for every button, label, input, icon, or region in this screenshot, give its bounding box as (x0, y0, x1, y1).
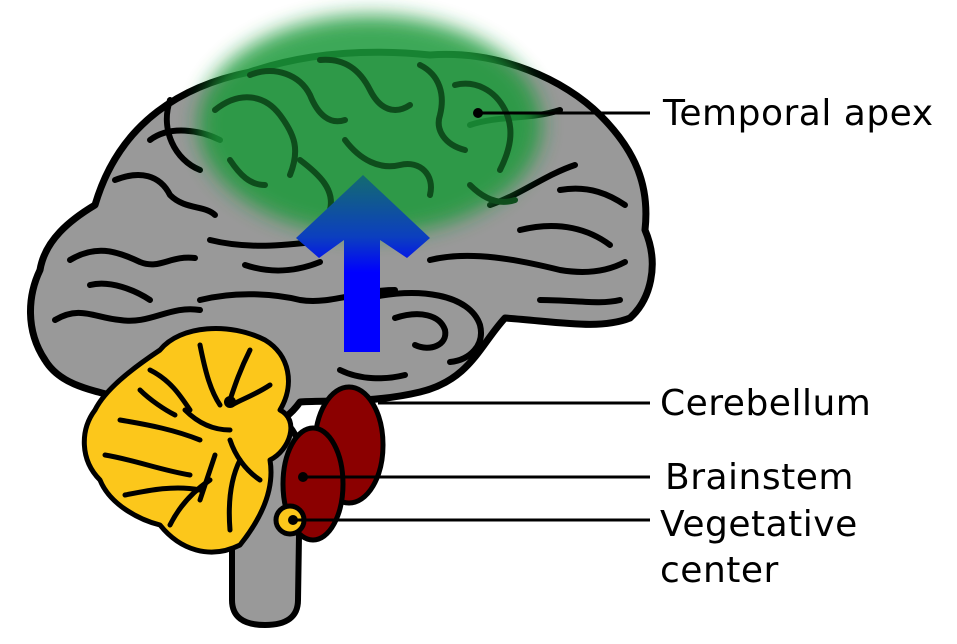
label-vegetative: Vegetative (660, 504, 858, 545)
label-center: center (660, 550, 779, 591)
label-brainstem: Brainstem (665, 457, 854, 498)
label-temporal-apex: Temporal apex (662, 93, 934, 134)
label-dots (288, 108, 483, 525)
cerebellum (81, 326, 294, 555)
highlight-folds (212, 56, 518, 213)
upward-arrow (296, 175, 430, 352)
temporal-apex-highlight (198, 15, 542, 235)
label-cerebellum: Cerebellum (660, 383, 871, 424)
label-lines (293, 111, 650, 522)
